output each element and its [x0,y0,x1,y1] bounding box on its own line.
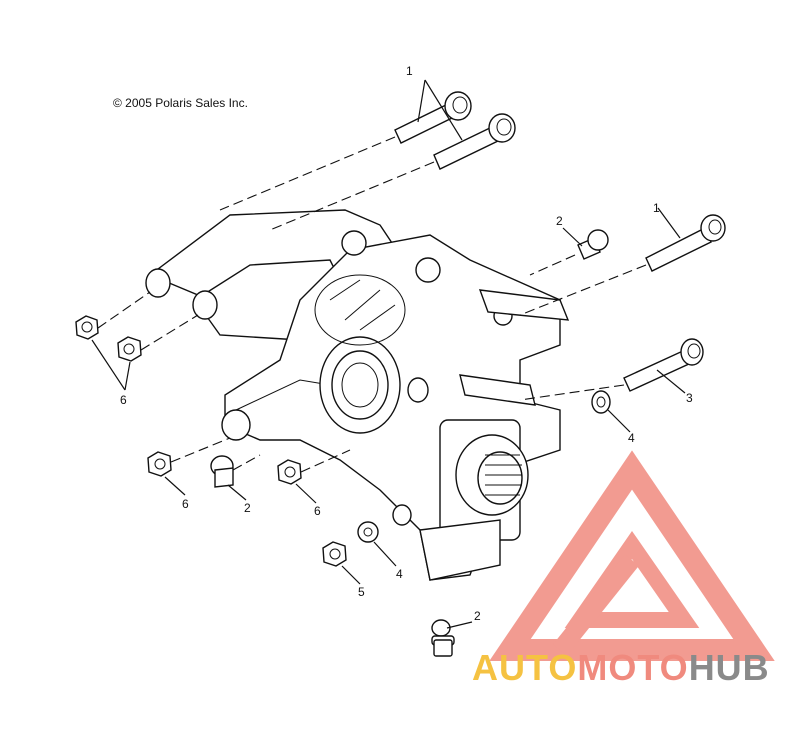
watermark-text-moto: MOTO [577,647,689,688]
callout-labels: 1 1 2 2 2 3 4 4 5 6 6 6 [120,64,693,623]
bolt-1-right [645,214,726,272]
copyright-notice: © 2005 Polaris Sales Inc. [113,96,248,110]
bolt-1-top-right [433,113,516,170]
callout-1-top: 1 [406,64,413,78]
watermark-text-hub: HUB [688,647,770,688]
watermark-logo [489,450,775,661]
nut-6-upper-b [117,336,142,362]
callout-6-upper: 6 [120,393,127,407]
washer-4-bottom [357,521,379,543]
callout-5: 5 [358,585,365,599]
bolt-1-top-left [394,91,472,144]
gearcase-housing [145,209,570,581]
nut-6-mid [277,459,302,485]
bolt-2-left [210,455,234,488]
callout-3: 3 [686,391,693,405]
bolt-2-bottom [431,619,455,657]
watermark-text-auto: AUTO [472,647,578,688]
watermark-text: AUTOMOTOHUB [472,648,770,688]
nut-6-upper-a [75,315,99,340]
callout-2-bottom: 2 [474,609,481,623]
alignment-lines [97,136,647,473]
callout-6-mid: 6 [314,504,321,518]
nut-5 [322,541,347,567]
nut-6-left [147,451,172,477]
leader-lines [91,79,686,629]
callout-4-right: 4 [628,431,635,445]
callout-6-left: 6 [182,497,189,511]
bolt-2-top [577,229,609,260]
bolt-3 [623,338,704,392]
callout-2-left: 2 [244,501,251,515]
callout-4-bottom: 4 [396,567,403,581]
washer-4-right [591,390,611,414]
callout-2-top: 2 [556,214,563,228]
callout-1-right: 1 [653,201,660,215]
